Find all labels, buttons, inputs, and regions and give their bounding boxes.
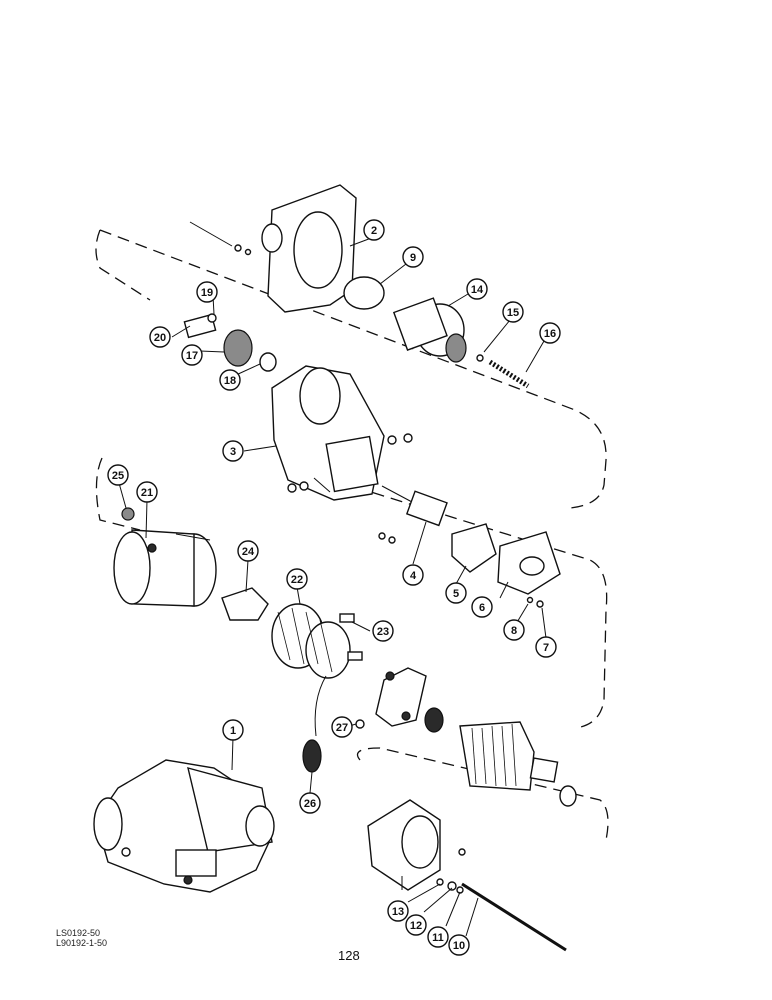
svg-text:24: 24 bbox=[242, 546, 255, 558]
svg-text:13: 13 bbox=[392, 906, 404, 918]
brush-holder bbox=[375, 667, 427, 727]
page-number: 128 bbox=[338, 948, 360, 963]
svg-text:6: 6 bbox=[479, 602, 485, 614]
svg-text:23: 23 bbox=[377, 626, 389, 638]
o-ring bbox=[343, 276, 385, 310]
callout-4: 4 bbox=[402, 564, 424, 586]
svg-text:2: 2 bbox=[371, 225, 377, 237]
callout-19: 19 bbox=[196, 281, 218, 303]
callout-7: 7 bbox=[535, 636, 557, 658]
steel-ball bbox=[476, 354, 484, 362]
svg-text:9: 9 bbox=[410, 252, 416, 264]
callout-13: 13 bbox=[387, 900, 409, 922]
callout-20: 20 bbox=[149, 326, 171, 348]
callout-9: 9 bbox=[402, 246, 424, 268]
svg-text:10: 10 bbox=[453, 940, 465, 952]
svg-text:17: 17 bbox=[186, 350, 198, 362]
dashed-group-middle bbox=[95, 229, 151, 301]
svg-text:26: 26 bbox=[304, 798, 316, 810]
callout-3: 3 bbox=[222, 440, 244, 462]
svg-text:4: 4 bbox=[410, 570, 417, 582]
svg-text:21: 21 bbox=[141, 487, 153, 499]
starter-assembled bbox=[93, 759, 275, 893]
callout-6: 6 bbox=[471, 596, 493, 618]
callout-14: 14 bbox=[466, 278, 488, 300]
svg-text:12: 12 bbox=[410, 920, 422, 932]
callout-8: 8 bbox=[503, 619, 525, 641]
callout-16: 16 bbox=[539, 322, 561, 344]
callout-23: 23 bbox=[372, 620, 394, 642]
svg-text:1: 1 bbox=[230, 725, 236, 737]
svg-text:11: 11 bbox=[432, 932, 444, 944]
svg-text:8: 8 bbox=[511, 625, 517, 637]
frame-screw bbox=[121, 507, 135, 521]
svg-text:15: 15 bbox=[507, 307, 519, 319]
dashed-group-lower bbox=[95, 457, 608, 729]
callout-10: 10 bbox=[448, 934, 470, 956]
callout-26: 26 bbox=[299, 792, 321, 814]
idler-gear-set bbox=[183, 313, 277, 372]
svg-text:25: 25 bbox=[112, 470, 124, 482]
dashed-group-upper bbox=[99, 229, 607, 509]
end-cover bbox=[367, 799, 466, 891]
callout-1: 1 bbox=[222, 719, 244, 741]
armature bbox=[459, 721, 577, 807]
return-spring bbox=[488, 359, 530, 389]
leader-lines bbox=[118, 236, 547, 937]
callout-22: 22 bbox=[286, 568, 308, 590]
gear-housing bbox=[271, 365, 413, 501]
callout-12: 12 bbox=[405, 914, 427, 936]
svg-text:18: 18 bbox=[224, 375, 236, 387]
pinion-drive bbox=[392, 297, 467, 363]
callout-11: 11 bbox=[427, 926, 449, 948]
callout-2: 2 bbox=[363, 219, 385, 241]
callout-21: 21 bbox=[136, 481, 158, 503]
svg-text:22: 22 bbox=[291, 574, 303, 586]
callout-18: 18 bbox=[219, 369, 241, 391]
field-coils bbox=[271, 603, 363, 679]
callout-15: 15 bbox=[502, 301, 524, 323]
solenoid-cover bbox=[497, 531, 561, 595]
terminal-nut bbox=[355, 719, 365, 729]
drive-housing bbox=[189, 184, 357, 313]
svg-text:19: 19 bbox=[201, 287, 213, 299]
field-frame bbox=[113, 529, 217, 607]
reference-code-secondary: L90192-1-50 bbox=[56, 938, 108, 948]
svg-text:14: 14 bbox=[471, 284, 484, 296]
callout-25: 25 bbox=[107, 464, 129, 486]
callout-27: 27 bbox=[331, 716, 353, 738]
gasket bbox=[451, 523, 497, 573]
callout-24: 24 bbox=[237, 540, 259, 562]
reference-code-primary: LS0192-50 bbox=[56, 928, 101, 938]
callout-5: 5 bbox=[445, 582, 467, 604]
svg-text:5: 5 bbox=[453, 588, 459, 600]
svg-text:20: 20 bbox=[154, 332, 166, 344]
lock-washer bbox=[526, 596, 534, 604]
svg-text:27: 27 bbox=[336, 722, 348, 734]
svg-text:16: 16 bbox=[544, 328, 556, 340]
pole-shoe bbox=[221, 587, 269, 621]
through-bolt bbox=[436, 878, 567, 952]
callout-17: 17 bbox=[181, 344, 203, 366]
plunger bbox=[378, 485, 448, 544]
svg-text:3: 3 bbox=[230, 446, 236, 458]
cover-screw bbox=[536, 600, 544, 608]
bearing bbox=[424, 707, 444, 733]
field-lead bbox=[302, 675, 327, 773]
svg-text:7: 7 bbox=[543, 642, 549, 654]
